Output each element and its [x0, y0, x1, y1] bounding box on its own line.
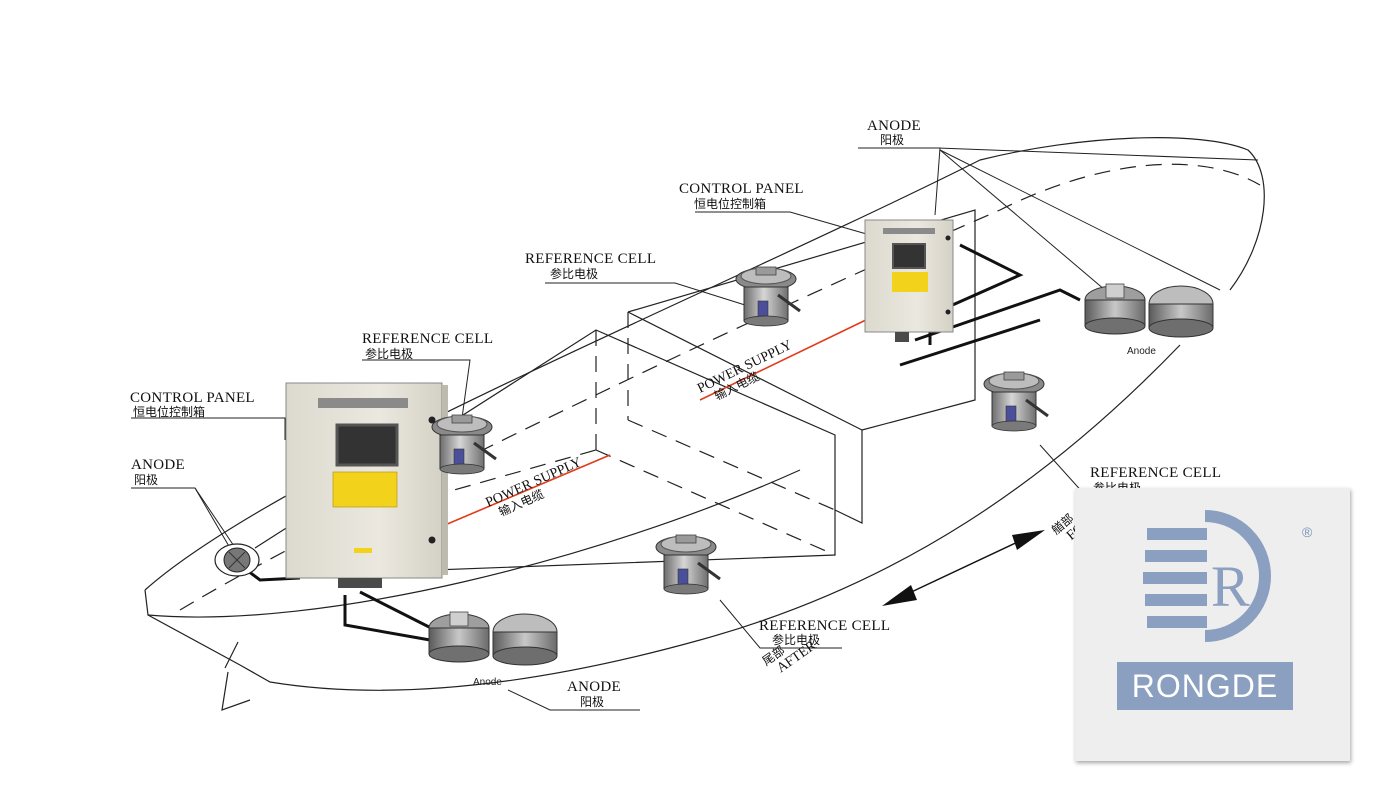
reference-cell-icon-4 — [654, 533, 722, 596]
reference-cell-label-bottom: REFERENCE CELL — [759, 618, 890, 634]
reference-cell-icon-3 — [982, 370, 1050, 433]
control-panel-label-top: CONTROL PANEL — [679, 181, 804, 197]
rongde-emblem-icon: R — [1143, 510, 1271, 642]
control-panel-cabinet-top — [864, 219, 954, 342]
reference-cell-icon-1 — [430, 413, 498, 476]
logo-brand-text: RONGDE — [1117, 662, 1293, 710]
anode-pair-icon-bottom — [428, 611, 558, 666]
reference-cell-label-top-zh: 参比电极 — [550, 266, 598, 281]
anode-label-bottom: ANODE — [567, 679, 621, 695]
rongde-logo: R ® RONGDE — [1075, 488, 1350, 761]
anode-label-top-zh: 阳极 — [880, 133, 904, 147]
anode-label-bottom-zh: 阳极 — [580, 695, 604, 709]
control-panel-label-left: CONTROL PANEL — [130, 390, 255, 406]
power-supply-line-2 — [699, 317, 871, 401]
control-panel-cabinet-left — [285, 382, 448, 588]
reference-cell-icon-2 — [734, 265, 802, 328]
control-panel-label-left-zh: 恒电位控制箱 — [133, 404, 205, 419]
stern-anode-disc-icon — [214, 543, 260, 577]
anode-label-left-zh: 阳极 — [134, 473, 158, 487]
anode-pair-icon-right — [1084, 283, 1214, 338]
reference-cell-label-top: REFERENCE CELL — [525, 251, 656, 267]
anode-caption-bottom: Anode — [473, 677, 502, 688]
reference-cell-label-mid-zh: 参比电极 — [365, 346, 413, 361]
reference-cell-label-bottom-zh: 参比电极 — [772, 632, 820, 647]
direction-arrow-icon — [882, 530, 1045, 606]
reference-cell-label-right: REFERENCE CELL — [1090, 465, 1221, 481]
control-panel-label-top-zh: 恒电位控制箱 — [694, 196, 766, 211]
anode-label-top: ANODE — [867, 118, 921, 134]
reference-cell-label-mid: REFERENCE CELL — [362, 331, 493, 347]
anode-label-left: ANODE — [131, 457, 185, 473]
power-supply-line-1 — [444, 454, 611, 526]
logo-letter: R — [1211, 554, 1250, 619]
anode-caption-right: Anode — [1127, 346, 1156, 357]
registered-mark: ® — [1302, 524, 1313, 540]
